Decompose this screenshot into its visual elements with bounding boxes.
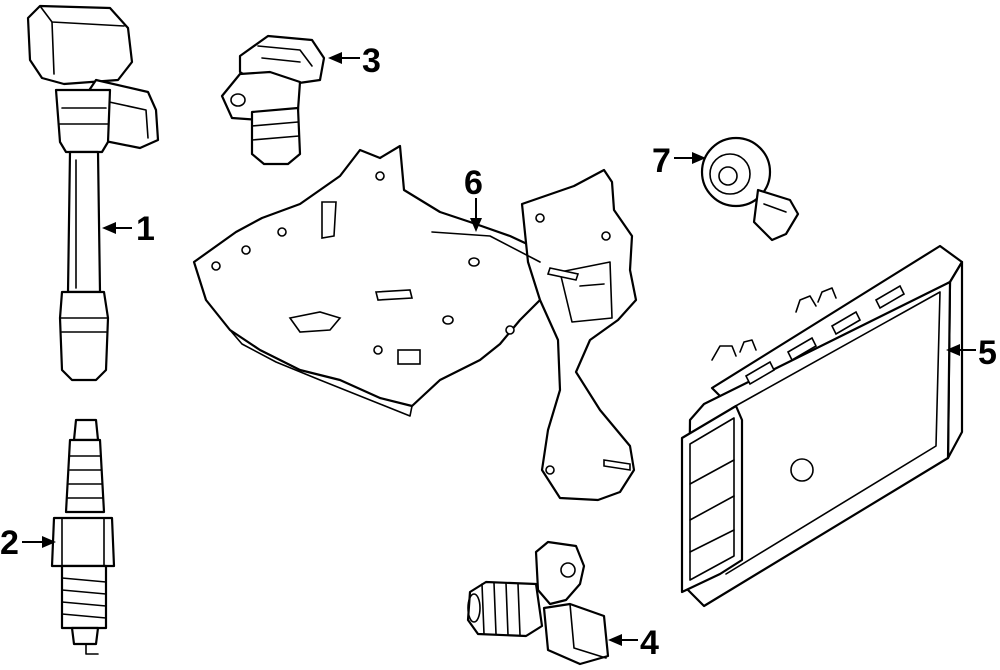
ecm-bracket[interactable] — [192, 144, 638, 502]
spark-plug[interactable] — [50, 418, 116, 655]
knock-sensor[interactable] — [700, 136, 800, 242]
callout-6-label: 6 — [464, 164, 483, 202]
callout-4-label: 4 — [640, 624, 659, 662]
engine-control-module[interactable] — [680, 244, 964, 608]
callout-5: 5 — [946, 334, 997, 372]
ignition-coil[interactable] — [26, 4, 160, 382]
callout-7: 7 — [652, 142, 706, 180]
crankshaft-position-sensor[interactable] — [466, 540, 610, 666]
callout-2-label: 2 — [0, 524, 19, 562]
callout-3: 3 — [328, 42, 381, 80]
callout-3-label: 3 — [362, 42, 381, 80]
callout-6: 6 — [464, 164, 483, 232]
camshaft-position-sensor[interactable] — [220, 34, 326, 166]
callout-4: 4 — [608, 624, 659, 662]
callout-1: 1 — [102, 210, 155, 248]
callout-7-label: 7 — [652, 142, 671, 180]
callout-1-label: 1 — [136, 210, 155, 248]
callout-2: 2 — [0, 524, 56, 562]
callout-5-label: 5 — [978, 334, 997, 372]
